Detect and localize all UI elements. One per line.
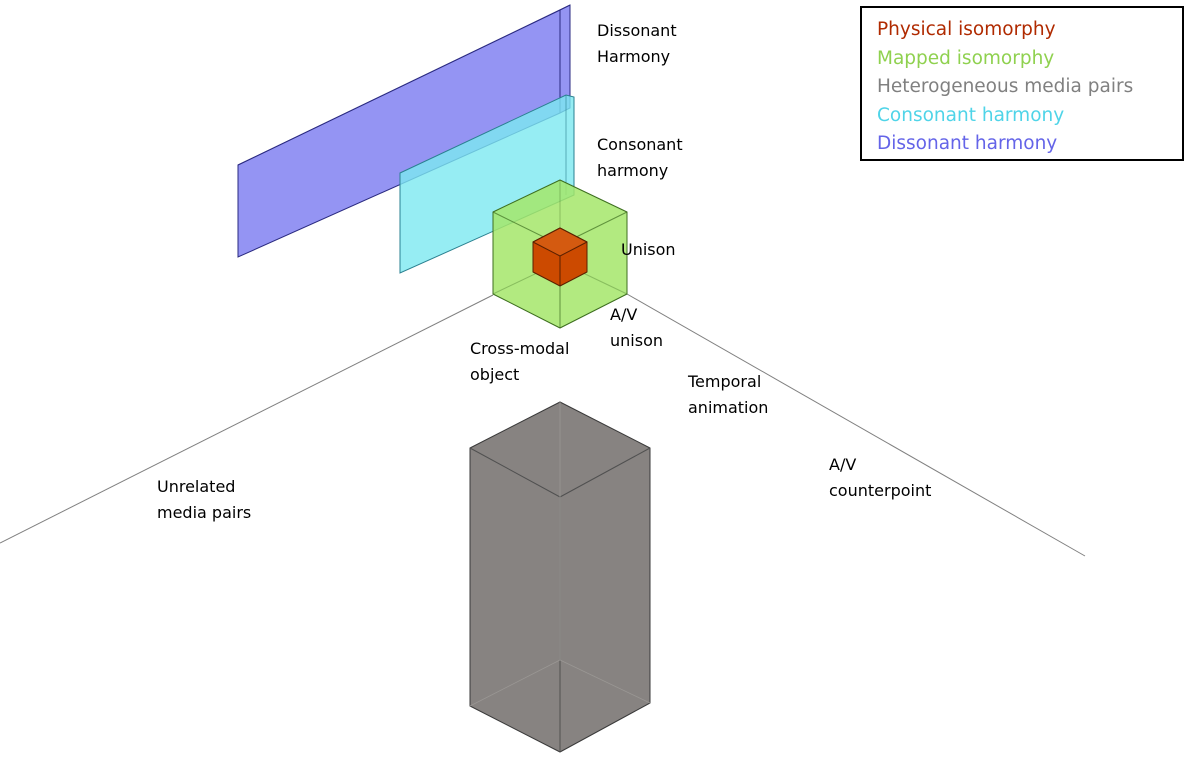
- label-dissonant-harmony: Dissonant Harmony: [597, 21, 677, 66]
- legend-item-dissonant-harmony: Dissonant harmony: [877, 133, 1058, 154]
- heterogeneous-prism: [469, 401, 651, 753]
- label-av-counterpoint: A/V counterpoint: [829, 455, 932, 500]
- physical-cube: [532, 227, 588, 287]
- consonant-plane: [399, 94, 575, 274]
- legend: Physical isomorphy Mapped isomorphy Hete…: [860, 6, 1184, 161]
- label-temporal-animation: Temporal animation: [688, 372, 769, 417]
- axis-right-line: [626, 293, 1086, 557]
- label-cross-modal-object: Cross-modal object: [470, 339, 570, 384]
- legend-item-physical-isomorphy: Physical isomorphy: [877, 19, 1056, 40]
- label-unrelated-media-pairs: Unrelated media pairs: [157, 477, 252, 522]
- legend-item-consonant-harmony: Consonant harmony: [877, 104, 1065, 126]
- legend-item-heterogeneous-media-pairs: Heterogeneous media pairs: [877, 76, 1134, 97]
- label-unison: Unison: [621, 240, 676, 259]
- legend-item-mapped-isomorphy: Mapped isomorphy: [877, 47, 1055, 69]
- label-consonant-harmony: Consonant harmony: [597, 135, 683, 180]
- axis-left-line: [0, 294, 494, 544]
- label-av-unison: A/V unison: [610, 305, 663, 350]
